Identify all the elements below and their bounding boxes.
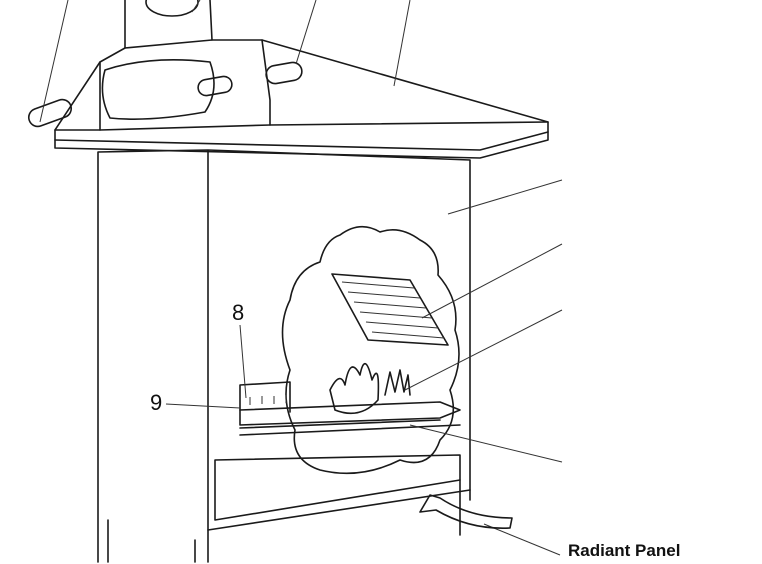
leader-lines	[39, 0, 563, 556]
chimney	[124, 0, 213, 49]
cutaway	[239, 225, 461, 475]
radiant-panel-label: Radiant Panel	[568, 541, 681, 560]
callout-9: 9	[150, 390, 163, 415]
hood	[27, 39, 549, 159]
callout-8: 8	[232, 300, 245, 325]
airflow-arrow	[419, 494, 513, 529]
firebox-body	[97, 149, 471, 563]
